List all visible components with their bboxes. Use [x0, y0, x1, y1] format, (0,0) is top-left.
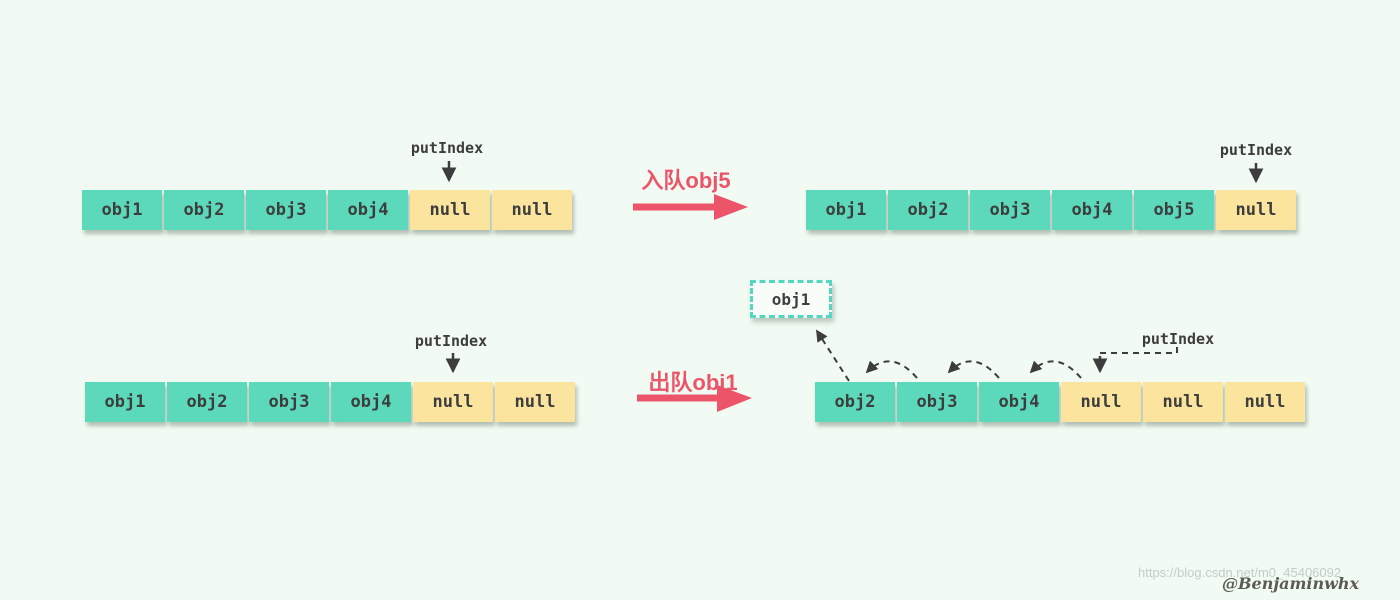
putindex-label-bottom-after: putIndex [1141, 330, 1215, 348]
queue-cell-label: obj4 [350, 392, 392, 412]
queue-cell-null: null [495, 382, 575, 422]
queue-cell-label: null [1080, 392, 1122, 412]
queue-cell-obj5: obj5 [1134, 190, 1214, 230]
queue-cell-label: null [432, 392, 474, 412]
queue-cell-null: null [1225, 382, 1305, 422]
queue-cell-obj1: obj1 [806, 190, 886, 230]
dequeue-operation-label: 出队obj1 [648, 370, 738, 395]
queue-cell-obj2: obj2 [888, 190, 968, 230]
queue-cell-obj2: obj2 [164, 190, 244, 230]
queue-array-top-after: obj1 obj2 obj3 obj4 obj5 null [806, 190, 1296, 230]
queue-cell-label: obj4 [998, 392, 1040, 412]
queue-cell-obj4: obj4 [331, 382, 411, 422]
queue-cell-obj1: obj1 [85, 382, 165, 422]
removed-item-box: obj1 [750, 280, 832, 318]
queue-cell-obj2: obj2 [815, 382, 895, 422]
putindex-label-top-before: putIndex [410, 139, 484, 157]
watermark-author: @Benjaminwhx [1222, 574, 1360, 593]
queue-cell-label: obj5 [1153, 200, 1195, 220]
queue-cell-null: null [410, 190, 490, 230]
shift-arc-1 [865, 360, 918, 379]
queue-cell-obj3: obj3 [970, 190, 1050, 230]
queue-cell-label: null [1235, 200, 1277, 220]
putindex-label-top-after: putIndex [1219, 141, 1293, 159]
queue-cell-obj3: obj3 [897, 382, 977, 422]
shift-arc-3 [1029, 360, 1082, 379]
dequeue-remove-arrow [816, 329, 850, 382]
queue-array-bottom-after: obj2 obj3 obj4 null null null [815, 382, 1305, 422]
queue-cell-label: obj1 [101, 200, 143, 220]
queue-cell-label: null [1244, 392, 1286, 412]
queue-array-top-before: obj1 obj2 obj3 obj4 null null [82, 190, 572, 230]
queue-cell-obj2: obj2 [167, 382, 247, 422]
removed-item-label: obj1 [771, 289, 811, 309]
queue-cell-label: null [429, 200, 471, 220]
putindex-label-bottom-before: putIndex [414, 332, 488, 350]
queue-cell-label: obj1 [825, 200, 867, 220]
queue-cell-label: obj2 [186, 392, 228, 412]
queue-cell-null: null [413, 382, 493, 422]
queue-cell-label: obj2 [907, 200, 949, 220]
queue-cell-label: null [514, 392, 556, 412]
queue-cell-null: null [1143, 382, 1223, 422]
watermark-url: https://blog.csdn.net/m0_45406092 [1138, 565, 1342, 580]
queue-array-bottom-before: obj1 obj2 obj3 obj4 null null [85, 382, 575, 422]
queue-cell-label: null [1162, 392, 1204, 412]
queue-cell-label: null [511, 200, 553, 220]
putindex-connector-bottom-after [1099, 347, 1178, 358]
queue-cell-obj4: obj4 [1052, 190, 1132, 230]
queue-cell-obj1: obj1 [82, 190, 162, 230]
queue-cell-null: null [1216, 190, 1296, 230]
queue-cell-label: obj3 [916, 392, 958, 412]
queue-cell-label: obj3 [265, 200, 307, 220]
queue-cell-null: null [1061, 382, 1141, 422]
queue-cell-null: null [492, 190, 572, 230]
queue-cell-obj4: obj4 [328, 190, 408, 230]
shift-arc-2 [947, 360, 1000, 379]
queue-cell-label: obj2 [834, 392, 876, 412]
queue-cell-label: obj4 [1071, 200, 1113, 220]
queue-cell-obj3: obj3 [249, 382, 329, 422]
queue-cell-label: obj4 [347, 200, 389, 220]
enqueue-operation-label: 入队obj5 [641, 168, 731, 193]
queue-cell-label: obj2 [183, 200, 225, 220]
queue-cell-label: obj1 [104, 392, 146, 412]
queue-cell-obj3: obj3 [246, 190, 326, 230]
queue-cell-obj4: obj4 [979, 382, 1059, 422]
queue-cell-label: obj3 [989, 200, 1031, 220]
enqueue-arrow [633, 194, 748, 220]
queue-cell-label: obj3 [268, 392, 310, 412]
